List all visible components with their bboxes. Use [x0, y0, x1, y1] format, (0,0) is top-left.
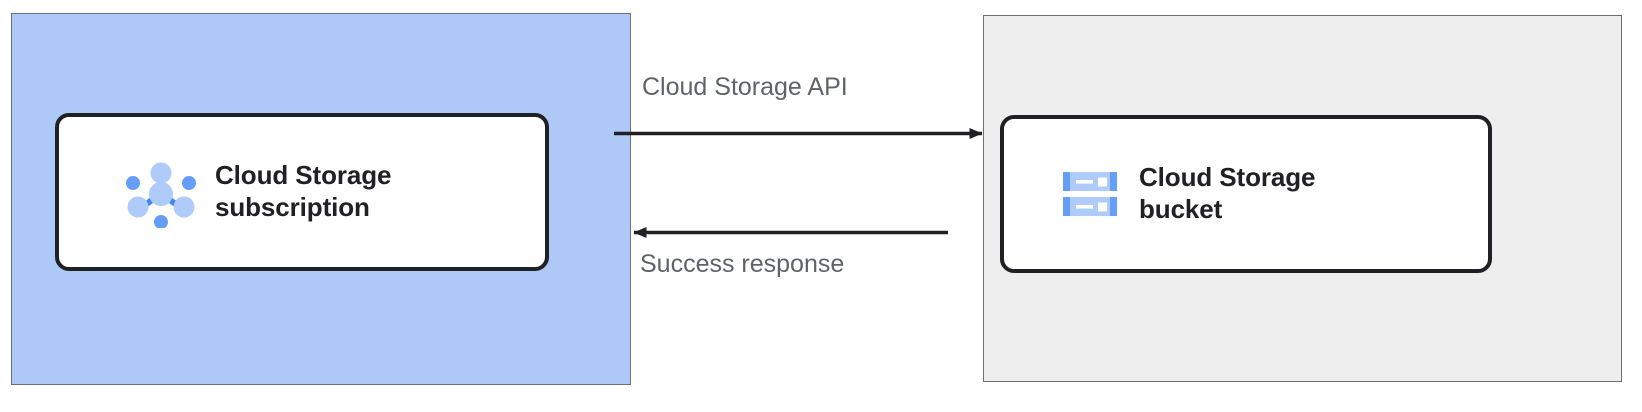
cloud-storage-bucket-icon [1063, 172, 1117, 216]
node-bucket-label: Cloud Storage bucket [1139, 162, 1316, 224]
node-cloud-storage-bucket[interactable]: Cloud Storage bucket [1000, 115, 1492, 273]
node-cloud-storage-subscription[interactable]: Cloud Storage subscription [55, 113, 549, 271]
connector-response-label: Success response [640, 250, 845, 278]
node-subscription-label: Cloud Storage subscription [215, 160, 392, 222]
connector-request-label: Cloud Storage API [642, 73, 848, 101]
cloud-storage-subscription-icon [126, 162, 196, 228]
